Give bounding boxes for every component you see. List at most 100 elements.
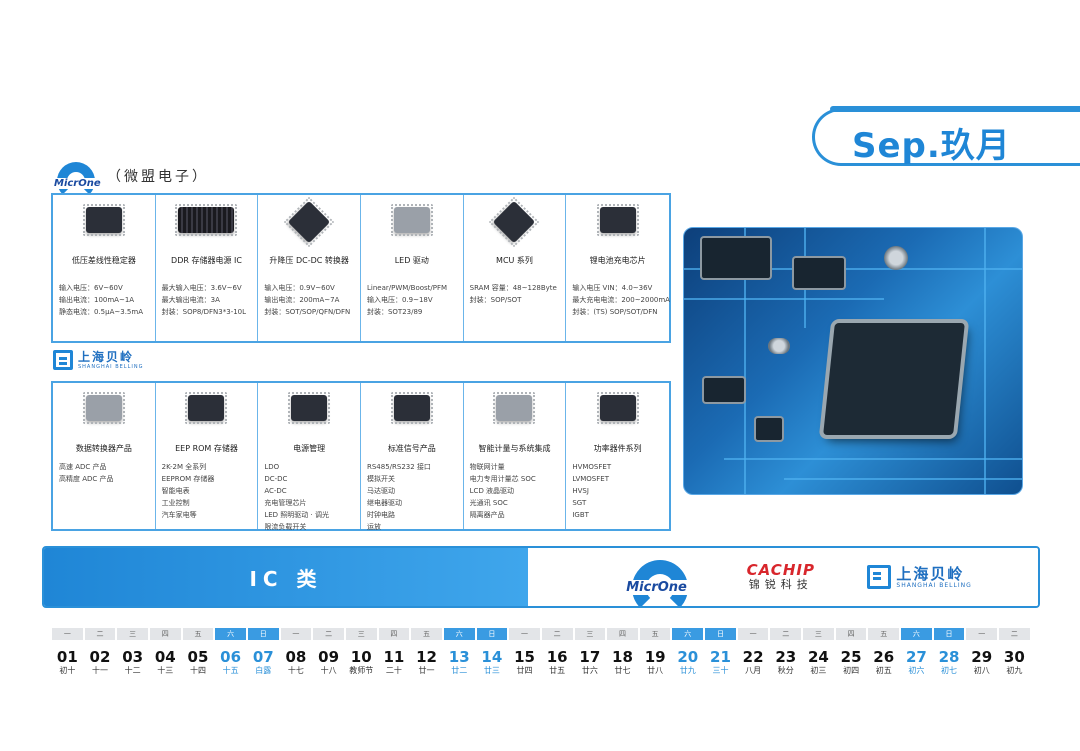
lunar-date: 十一 (91, 666, 108, 675)
day-number: 08 (285, 648, 307, 666)
belling-partner-mark-icon (867, 565, 892, 589)
day-number: 19 (644, 648, 666, 666)
product-spec: SRAM 容量：48~128Byte (469, 284, 557, 292)
weekday-label: 三 (574, 628, 606, 640)
product-spec: 工业控制 (161, 499, 190, 507)
day-number: 01 (56, 648, 78, 666)
weekday-label: 一 (509, 628, 540, 640)
product-spec: 封装：SOP/SOT (469, 296, 522, 304)
lunar-date: 初八 (973, 666, 990, 675)
lunar-date: 二十 (385, 666, 402, 675)
product-name: DDR 存储器电源 IC (171, 256, 242, 265)
weekday-label: 日 (476, 628, 508, 640)
day-number: 16 (546, 648, 568, 666)
product-spec: 2K-2M 全系列 (161, 463, 207, 471)
product-spec: Linear/PWM/Boost/PFM (366, 284, 448, 292)
weekday-label: 二 (999, 628, 1030, 640)
chip-package-icon (493, 392, 536, 424)
product-spec: EEPROM 存储器 (161, 475, 215, 483)
chip-package-icon (175, 204, 238, 236)
weekday-label: 五 (639, 628, 671, 640)
weekday-label: 五 (182, 628, 214, 640)
product-name: 锂电池充电芯片 (589, 256, 646, 265)
weekday-label: 一 (280, 628, 312, 640)
product-spec: DC-DC (264, 475, 288, 483)
weekday-label: 六 (901, 628, 932, 640)
chip-package-icon (185, 392, 228, 424)
product-spec: 输入电压 VIN：4.0~36V (572, 284, 653, 292)
day-number: 09 (318, 648, 340, 666)
product-spec: 模拟开关 (366, 475, 395, 483)
lunar-date: 十三 (157, 666, 174, 675)
cpu-chip (823, 323, 965, 435)
day-number: 04 (154, 648, 176, 666)
lunar-date: 初十 (59, 666, 76, 675)
weekday-label: 一 (737, 628, 769, 640)
day-number: 10 (350, 648, 372, 666)
weekday-label: 四 (149, 628, 181, 640)
product-spec: 时钟电路 (366, 511, 395, 519)
microne-partner-logo: MicrOne (624, 560, 694, 606)
product-spec: 运放 (366, 523, 381, 531)
weekday-label: 二 (770, 628, 802, 640)
day-number: 29 (971, 648, 993, 666)
belling-mark-icon (53, 350, 73, 370)
product-spec: 智能电表 (161, 487, 190, 495)
microne-brand: MicrOne （微盟电子） (53, 162, 209, 200)
chip-package-icon (82, 204, 125, 236)
product-spec: 限流负载开关 (264, 523, 307, 531)
circuit-board-photo (683, 227, 1023, 495)
lunar-date: 初七 (941, 666, 958, 675)
weekday-label: 四 (607, 628, 638, 640)
product-spec: 电力专用计量芯 SOC (469, 475, 536, 483)
day-number: 05 (187, 648, 209, 666)
weekday-label: 四 (835, 628, 867, 640)
lunar-date: 廿六 (581, 666, 598, 675)
day-number: 25 (840, 648, 862, 666)
microne-brand-name: （微盟电子） (107, 169, 209, 185)
lunar-date: 初五 (875, 666, 892, 675)
weekday-label: 二 (313, 628, 344, 640)
weekday-label: 五 (868, 628, 900, 640)
weekday-label: 五 (411, 628, 442, 640)
product-spec: 静态电流：0.5μA~3.5mA (59, 308, 143, 316)
lunar-date: 初四 (843, 666, 860, 675)
weekday-label: 二 (541, 628, 573, 640)
month-title: Sep.玖月 (852, 126, 1011, 166)
product-spec: 高精度 ADC 产品 (59, 475, 114, 483)
weekday-label: 一 (966, 628, 998, 640)
lunar-date: 十二 (124, 666, 141, 675)
product-spec: LED 照明驱动 · 调光 (264, 511, 329, 519)
day-number: 17 (579, 648, 601, 666)
product-spec: 输入电压：6V~60V (59, 284, 123, 292)
product-spec: RS485/RS232 接口 (366, 463, 431, 471)
product-spec: 封装：SOT23/89 (366, 308, 423, 316)
product-spec: 输出电流：200mA~7A (264, 296, 340, 304)
belling-product-cell: 数据转换器产品高速 ADC 产品高精度 ADC 产品 (53, 383, 156, 529)
day-number: 07 (252, 648, 274, 666)
day-number: 23 (775, 648, 797, 666)
weekday-label: 六 (672, 628, 704, 640)
product-spec: 隔离器产品 (469, 511, 505, 519)
chip-package-icon (82, 392, 125, 424)
